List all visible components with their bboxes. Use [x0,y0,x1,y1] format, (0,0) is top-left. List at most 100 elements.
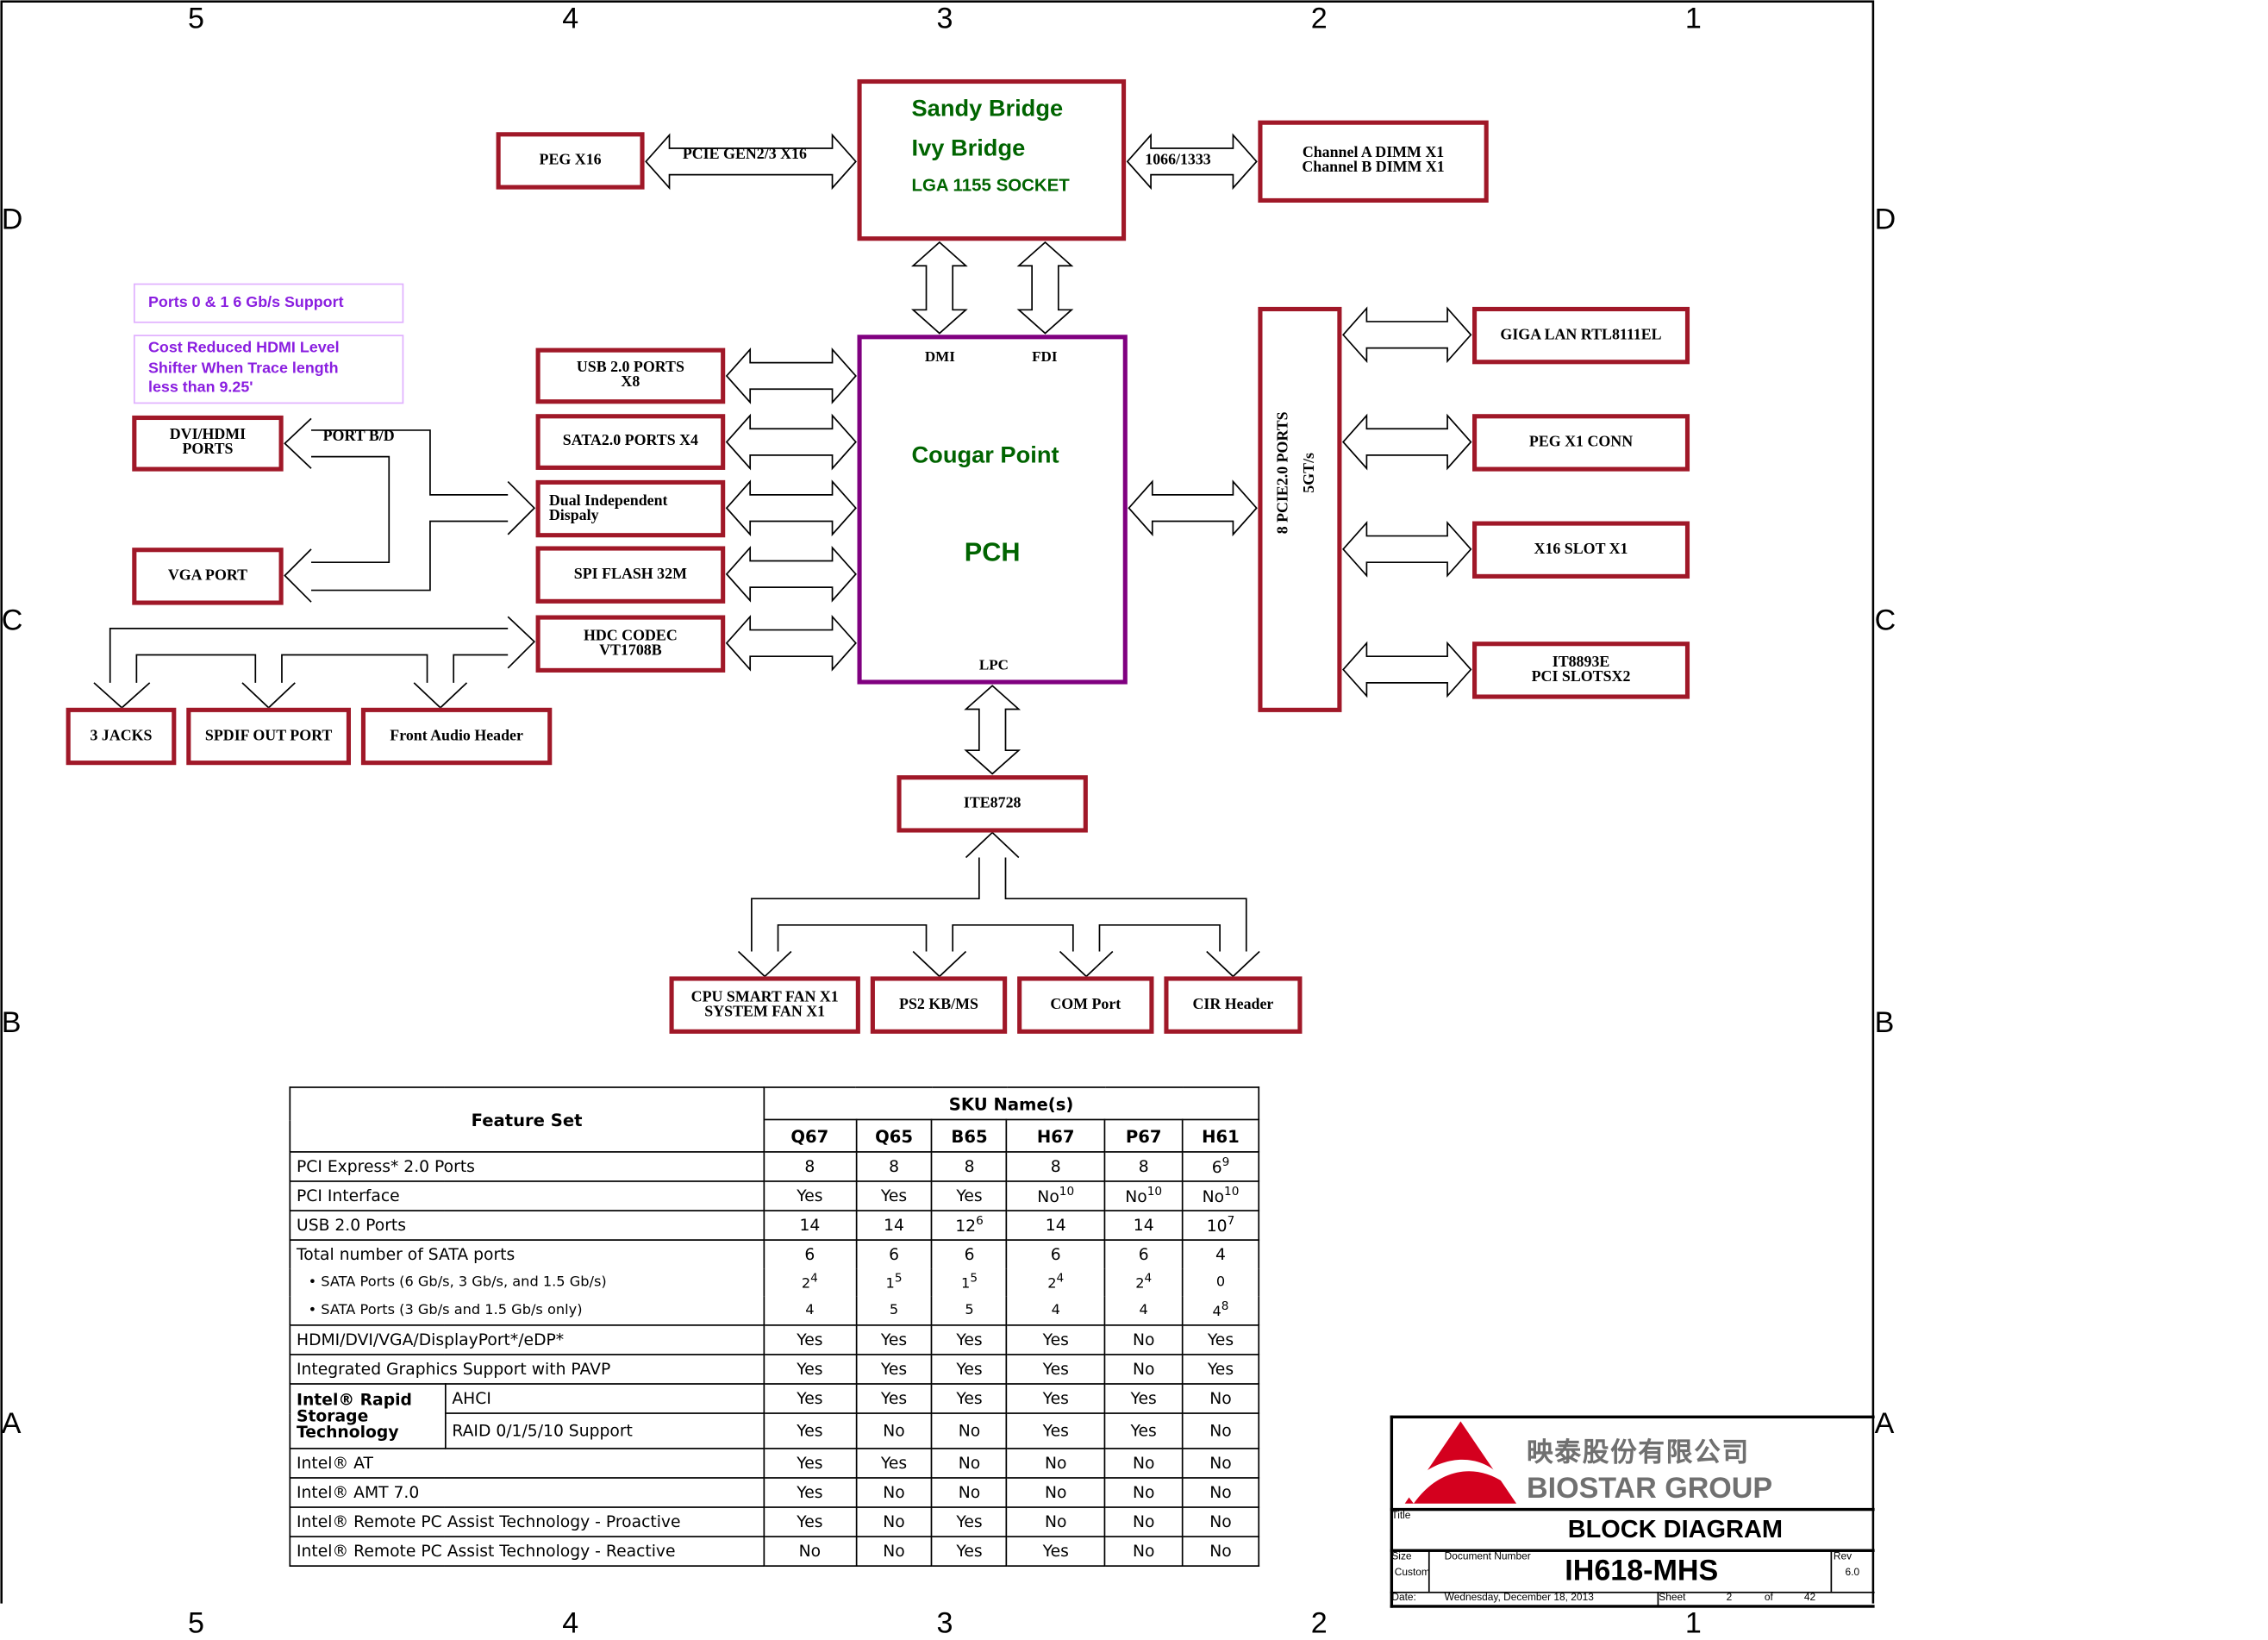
vga-port-block: VGA PORT [132,548,284,605]
table-cell: RAID 0/1/5/10 Support [444,1412,765,1449]
pcie-gen-label: PCIE GEN2/3 X16 [682,147,807,164]
pch-peripheral-arrow [725,479,857,537]
table-cell: 69 [1181,1151,1260,1182]
table-cell: 8 [1005,1151,1106,1182]
spdif-out-block: SPDIF OUT PORT [186,707,351,766]
cell-text: No [1044,1453,1067,1474]
pch-peripheral-arrow [725,347,857,404]
table-cell: 107 [1181,1210,1260,1241]
table-cell: Intel® Rapid Storage Technology [289,1383,447,1449]
cell-text: 4 [805,1302,815,1319]
zone-row-left: B [1,1007,22,1040]
cell-text: Intel® Remote PC Assist Technology - Pro… [296,1512,681,1532]
footnote-ref: 10 [1146,1185,1163,1199]
schematic-sheet: Sandy Bridge Ivy Bridge LGA 1155 SOCKET … [0,0,1896,1638]
table-row: Integrated Graphics Support with PAVP Yes… [289,1354,1260,1385]
table-cell: Intel® Remote PC Assist Technology - Rea… [289,1536,765,1567]
logo-chinese-text: 映泰股份有限公司 [1527,1437,1750,1468]
cell-text: USB 2.0 Ports [296,1216,407,1236]
table-cell: Yes [855,1383,934,1414]
table-cell: 14 [1005,1210,1106,1241]
table-cell: USB 2.0 Ports [289,1210,765,1241]
cell-text: No [883,1512,905,1532]
table-cell: Yes [763,1506,857,1537]
table-cell: No [1103,1506,1184,1537]
table-cell: No [931,1477,1008,1508]
cell-text: Integrated Graphics Support with PAVP [296,1359,611,1380]
lpc-arrow [964,685,1022,775]
table-cell: Yes [855,1448,934,1479]
cell-text: No [798,1542,822,1562]
footnote-ref: 10 [1059,1185,1075,1199]
zone-row-right: B [1874,1007,1895,1040]
memory-speed-label: 1066/1333 [1145,153,1211,169]
cell-text: No [1037,1187,1059,1207]
table-cell: 24 [1005,1268,1106,1297]
cell-text: Intel® Rapid Storage Technology [296,1390,412,1443]
sku-header: SKU Name(s) [763,1086,1260,1121]
cell-text: 4 [1215,1245,1226,1265]
cell-text: Intel® AMT 7.0 [296,1482,420,1503]
table-cell: 5 [931,1296,1008,1326]
table-cell: Yes [763,1180,857,1211]
cpu-name-2: Ivy Bridge [911,136,1026,162]
cell-text: 8 [1138,1156,1149,1177]
cell-text: No [1132,1542,1155,1562]
cell-text: No [1044,1482,1067,1503]
table-cell: 6 [1005,1239,1106,1269]
table-cell: Yes [931,1383,1008,1414]
table-cell: No10 [1103,1180,1184,1211]
table-cell: Yes [931,1506,1008,1537]
footnote-ref: 5 [894,1272,903,1286]
table-cell: Intel® Remote PC Assist Technology - Pro… [289,1506,765,1537]
table-cell: Integrated Graphics Support with PAVP [289,1354,765,1385]
table-cell: 48 [1181,1296,1260,1326]
size-value: Custom [1394,1568,1430,1579]
pch-block [857,335,1128,685]
table-cell: Yes [931,1354,1008,1385]
cell-text: 1 [961,1276,971,1293]
cell-text: Yes [1042,1388,1069,1409]
cell-text: Yes [956,1512,983,1532]
table-row: Intel® Remote PC Assist Technology - Rea… [289,1536,1260,1567]
cell-text: No [883,1542,905,1562]
table-cell: No [763,1536,857,1567]
pcie-ports-block [1258,306,1342,712]
sata-ports-block: SATA2.0 PORTS X4 [535,414,726,470]
cell-text: Yes [797,1482,823,1503]
table-cell: Yes [1181,1354,1260,1385]
pch-pcie-arrow [1128,479,1258,537]
sku-column-header: P67 [1103,1118,1184,1153]
sku-column-header: H61 [1181,1118,1260,1153]
divider [1657,1591,1659,1606]
table-cell: No [1005,1506,1106,1537]
cell-text: 5 [965,1302,974,1319]
table-cell: 15 [855,1268,934,1297]
table-row: Intel® Remote PC Assist Technology - Pro… [289,1506,1260,1537]
sku-column-header: B65 [931,1118,1008,1153]
table-cell: 15 [931,1268,1008,1297]
fan-header-block: CPU SMART FAN X1 SYSTEM FAN X1 [669,976,860,1034]
cell-text: Yes [1042,1421,1069,1441]
table-cell: • SATA Ports (6 Gb/s, 3 Gb/s, and 1.5 Gb… [289,1268,765,1297]
cell-text: Yes [880,1453,908,1474]
cell-text: Yes [956,1186,983,1206]
table-cell: No [931,1412,1008,1449]
zone-row-left: D [1,203,23,237]
zone-column-top: 3 [936,3,953,35]
cell-text: Yes [880,1388,908,1409]
cell-text: PCI Express* 2.0 Ports [296,1156,475,1177]
footnote-ref: 10 [1224,1185,1240,1199]
zone-column-bottom: 4 [562,1607,579,1640]
table-cell: 6 [855,1239,934,1269]
pcie-slot-arrow [1342,413,1472,471]
cell-text: HDMI/DVI/VGA/DisplayPort*/eDP* [296,1330,565,1349]
com-port-block: COM Port [1017,976,1154,1034]
cell-text: 8 [889,1156,899,1177]
cell-text: Yes [1042,1542,1069,1562]
cell-text: No [1132,1453,1155,1474]
